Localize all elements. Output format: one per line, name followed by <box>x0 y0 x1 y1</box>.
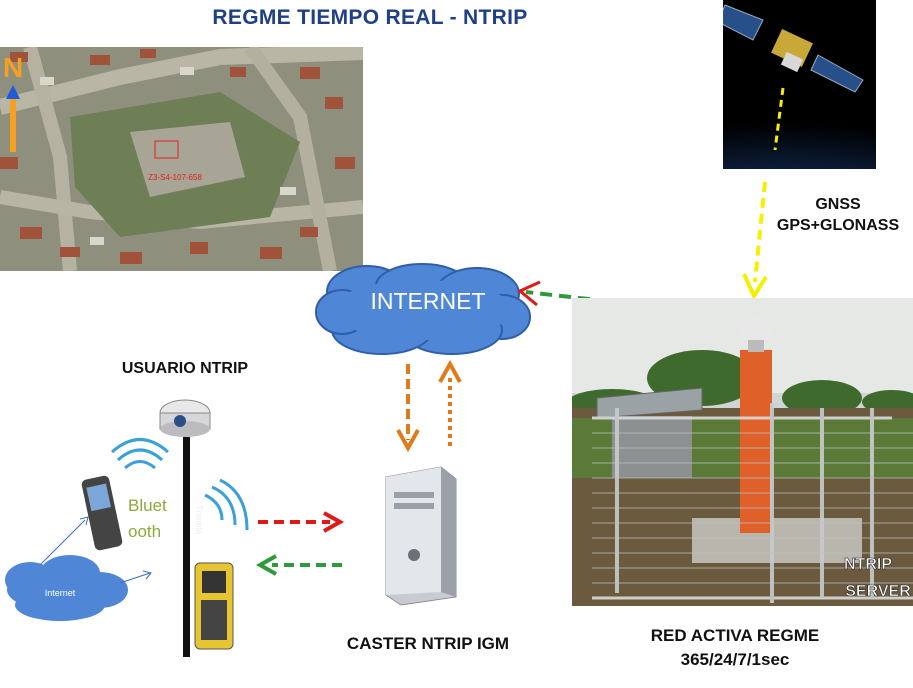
ntrip-server-line2: SERVER <box>845 583 911 600</box>
gnss-antenna-icon <box>741 316 771 344</box>
wireless-signal-icon-2 <box>204 478 249 531</box>
small-internet-cloud <box>5 555 128 621</box>
satellite-icon <box>723 4 864 93</box>
north-arrow-icon <box>6 85 20 152</box>
internet-cloud: INTERNET <box>315 263 531 355</box>
ntrip-user-equipment: Bluet ooth Trimble Internet <box>5 399 249 657</box>
caster-label: CASTER NTRIP IGM <box>346 634 510 653</box>
bluetooth-line1: Bluet <box>128 496 167 515</box>
antenna-pillar <box>740 350 772 533</box>
gnss-label: GNSS GPS+GLONASS <box>763 196 913 235</box>
aerial-map: Z3-S4-107-658 N <box>0 47 363 271</box>
station-label: RED ACTIVA REGME 365/24/7/1sec <box>620 626 850 670</box>
smartphone-icon <box>81 475 123 551</box>
gnss-receiver-icon <box>159 399 211 437</box>
station-label-line1: RED ACTIVA REGME <box>650 626 820 645</box>
north-letter: N <box>3 52 23 83</box>
map-marker-label: Z3-S4-107-658 <box>148 173 202 182</box>
server-tower-icon <box>385 466 457 606</box>
survey-pole <box>183 437 190 657</box>
gnss-signal-arrow <box>742 181 768 301</box>
diagram-title: REGME TIEMPO REAL - NTRIP <box>212 6 528 29</box>
map-marker <box>154 140 179 159</box>
bluetooth-line2: ooth <box>128 522 161 541</box>
brand-label: Trimble <box>194 505 204 535</box>
user-title: USUARIO NTRIP <box>121 360 249 377</box>
data-collector-icon <box>194 562 234 650</box>
station-label-line2: 365/24/7/1sec <box>680 650 790 669</box>
internet-label: INTERNET <box>371 288 486 314</box>
wireless-signal-icon <box>111 438 169 470</box>
small-internet-label: Internet <box>45 588 76 598</box>
satellite-photo <box>723 0 876 169</box>
internet-caster-arrows <box>396 360 462 453</box>
gnss-line2: GPS+GLONASS <box>776 217 900 234</box>
station-photo: NTRIP SERVER <box>572 298 913 606</box>
gnss-line1: GNSS <box>815 196 861 213</box>
ntrip-server-line1: NTRIP <box>844 556 892 573</box>
caster-server <box>346 457 498 610</box>
user-caster-arrows <box>255 511 345 576</box>
